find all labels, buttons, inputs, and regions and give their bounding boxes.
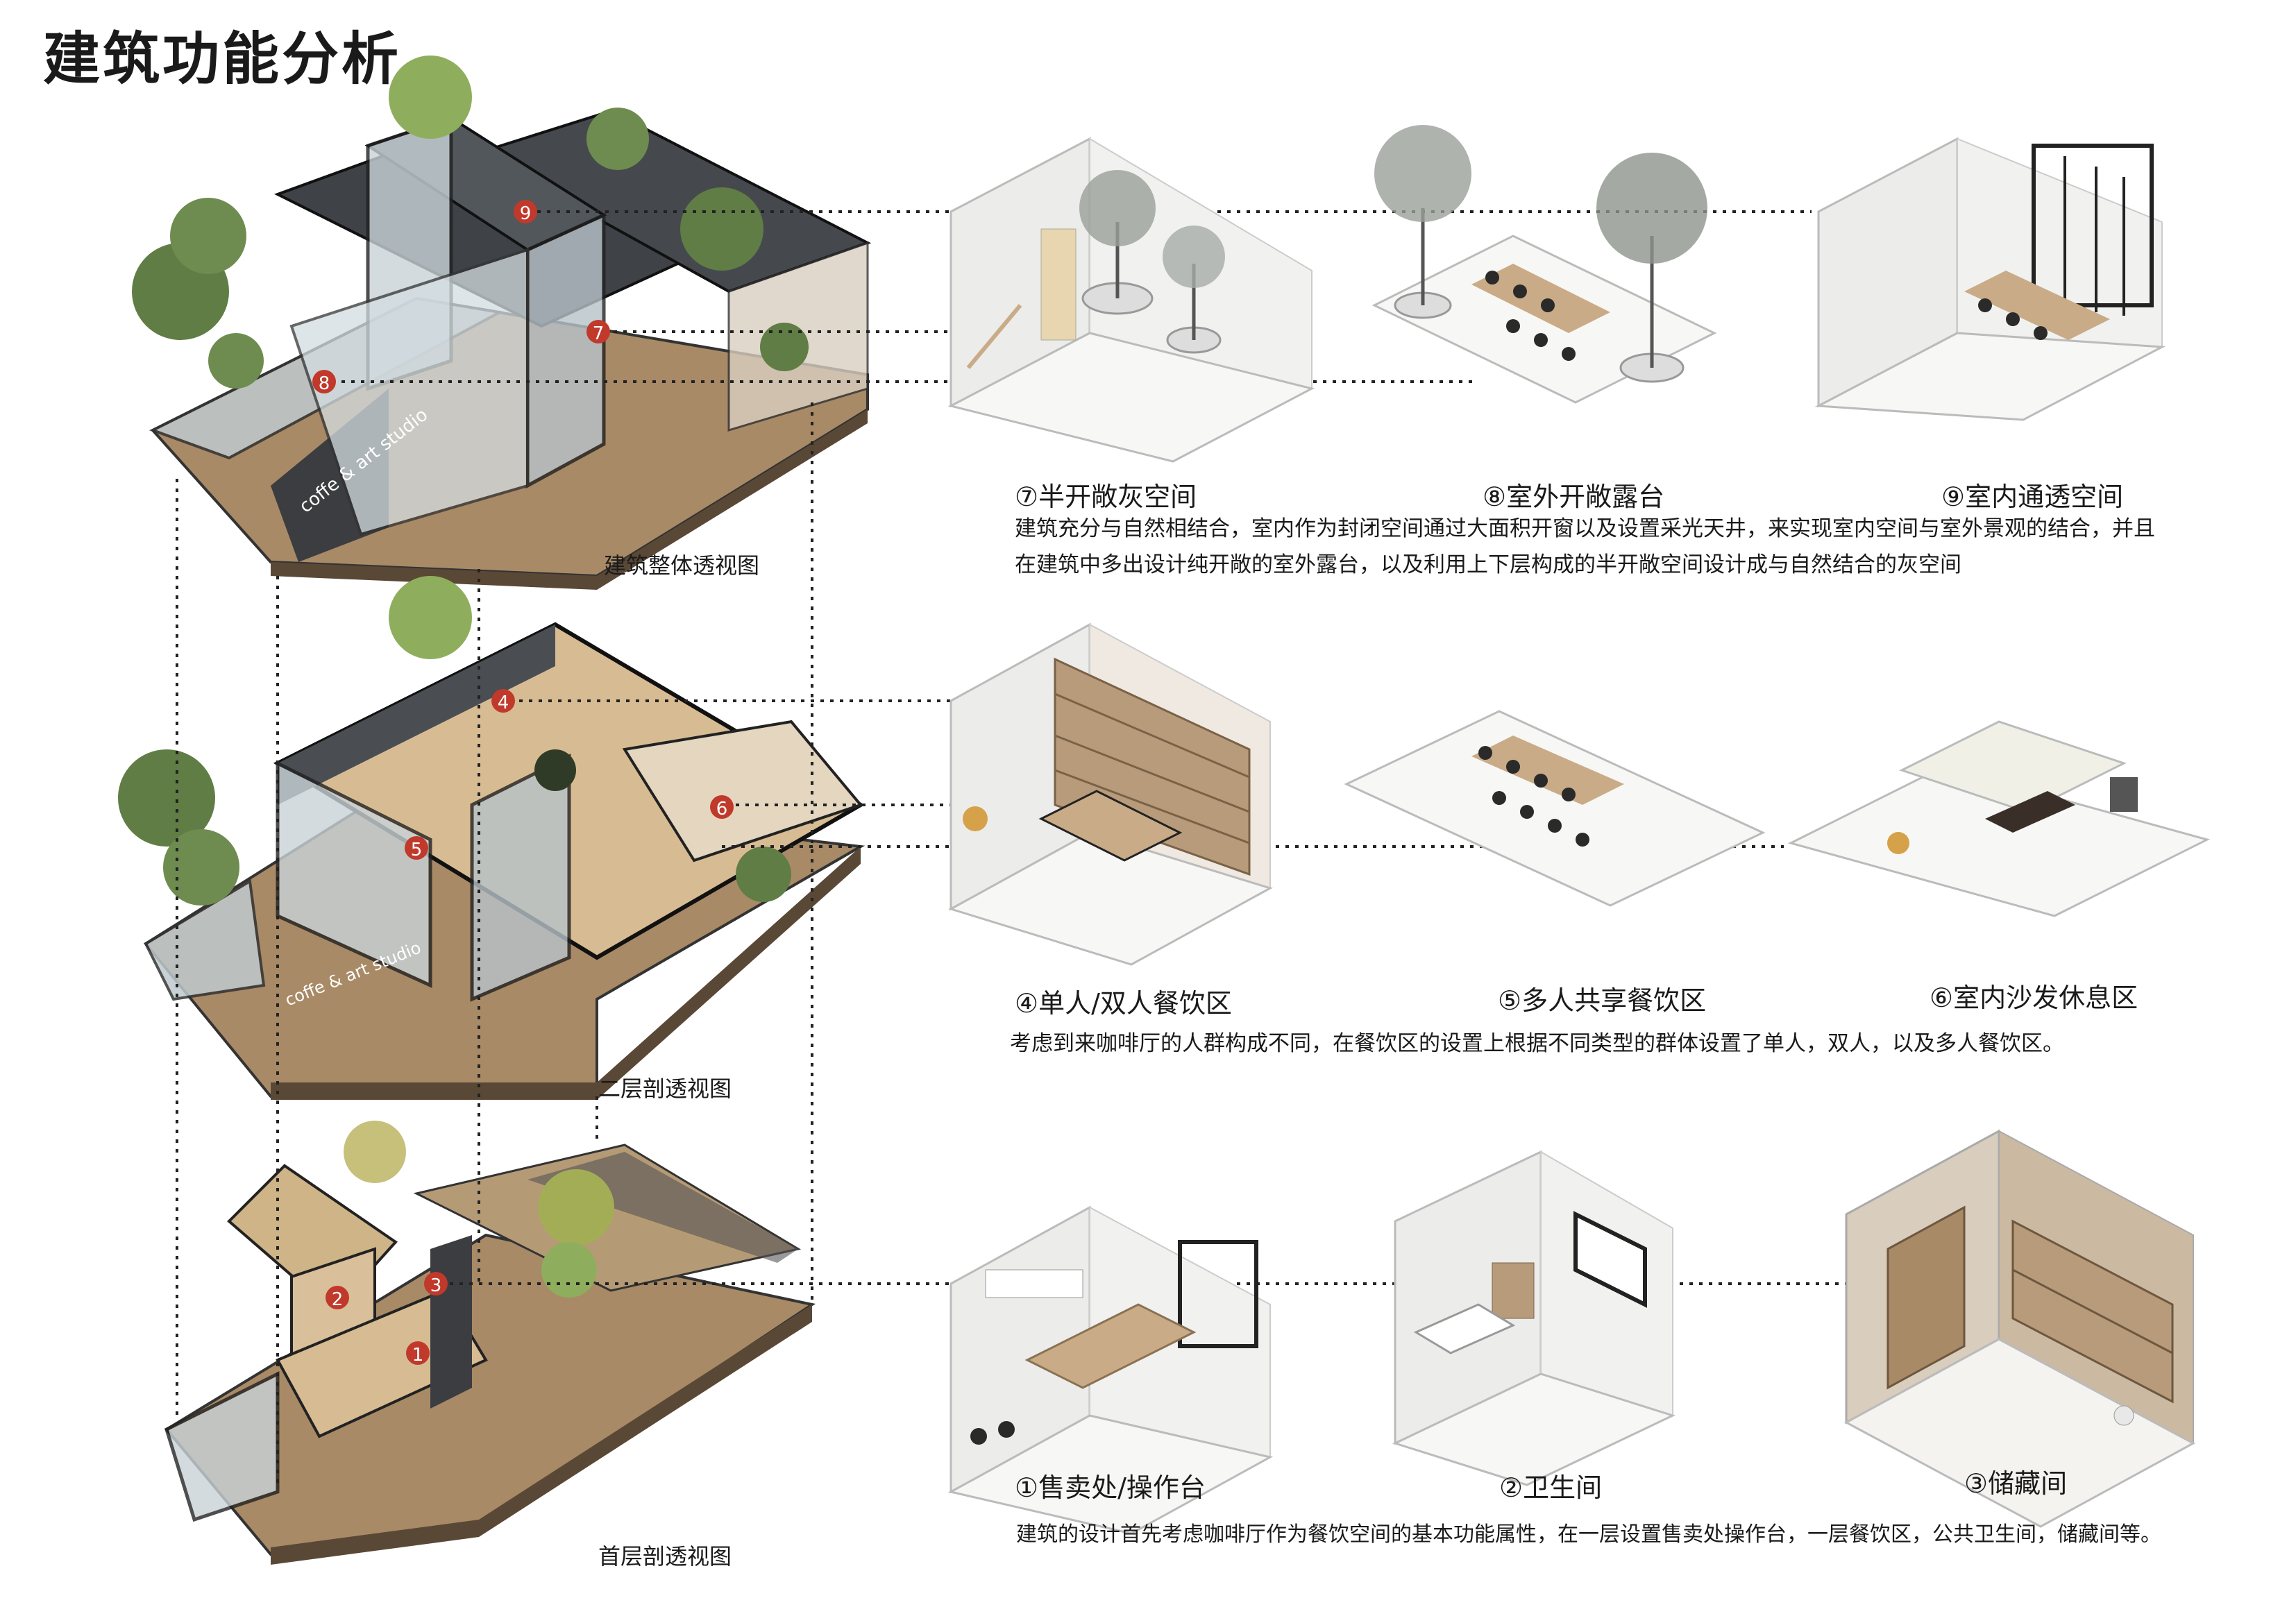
badge-5-text: 5 [411, 840, 423, 860]
room-sketch-6 [1787, 720, 2211, 917]
ground-floor-perspective [164, 1121, 816, 1565]
room-sketch-5 [1344, 710, 1766, 907]
room-sketch-4 [948, 622, 1273, 966]
badge-9-text: 9 [520, 203, 532, 224]
room-label-1: ①售卖处/操作台 [1015, 1472, 1206, 1503]
badge-7-text: 7 [593, 323, 605, 344]
room-label-6: ⑥室内沙发休息区 [1930, 983, 2138, 1013]
room-sketch-8 [1371, 125, 1717, 404]
caption-ground: 首层剖透视图 [598, 1543, 732, 1570]
badge-2: 2 [326, 1286, 349, 1310]
badge-5: 5 [405, 836, 428, 860]
badge-2-text: 2 [332, 1289, 344, 1310]
view-alignment-lines [176, 402, 813, 1485]
badge-7: 7 [586, 320, 610, 344]
row1-description-line1: 建筑充分与自然相结合，室内作为封闭空间通过大面积开窗以及设置采光天井，来实现室内… [1015, 516, 2155, 541]
caption-overall: 建筑整体透视图 [604, 552, 760, 579]
room-label-7: ⑦半开敞灰空间 [1015, 482, 1197, 512]
row1-description-line2: 在建筑中多出设计纯开敞的室外露台，以及利用上下层构成的半开敞空间设计成与自然结合… [1015, 552, 1961, 577]
room-sketch-7 [947, 137, 1315, 463]
badge-6-text: 6 [716, 799, 728, 819]
badge-8: 8 [312, 370, 336, 394]
row3-description: 建筑的设计首先考虑咖啡厅作为餐饮空间的基本功能属性，在一层设置售卖处操作台，一层… [1016, 1522, 2161, 1547]
room-sketch-1 [947, 1205, 1274, 1535]
room-sketch-9 [1814, 137, 2166, 421]
overall-perspective [132, 56, 872, 590]
row2-description: 考虑到来咖啡厅的人群构成不同，在餐饮区的设置上根据不同类型的群体设置了单人，双人… [1010, 1031, 2064, 1056]
page-title: 建筑功能分析 [43, 26, 402, 92]
room-sketch-2 [1392, 1150, 1676, 1486]
badge-4-text: 4 [498, 692, 509, 713]
room-label-9: ⑨室内通透空间 [1941, 482, 2124, 512]
room-label-3: ③储藏间 [1964, 1468, 2068, 1499]
room-label-4: ④单人/双人餐饮区 [1015, 988, 1232, 1019]
badge-1-text: 1 [412, 1345, 424, 1366]
second-floor-perspective [118, 576, 866, 1100]
badge-1: 1 [406, 1341, 430, 1366]
badge-3: 3 [424, 1272, 448, 1296]
caption-second: 二层剖透视图 [598, 1076, 732, 1102]
number-badges: 9 7 8 4 6 5 3 2 1 [312, 200, 734, 1366]
badge-8-text: 8 [319, 373, 330, 394]
room-label-8: ⑧室外开敞露台 [1483, 482, 1665, 512]
badge-3-text: 3 [430, 1275, 442, 1296]
badge-9: 9 [514, 200, 537, 224]
room-label-5: ⑤多人共享餐饮区 [1498, 985, 1707, 1016]
room-sketch-3 [1843, 1129, 2196, 1528]
room-label-2: ②卫生间 [1499, 1472, 1603, 1503]
badge-6: 6 [710, 795, 734, 819]
badge-4: 4 [491, 689, 515, 713]
